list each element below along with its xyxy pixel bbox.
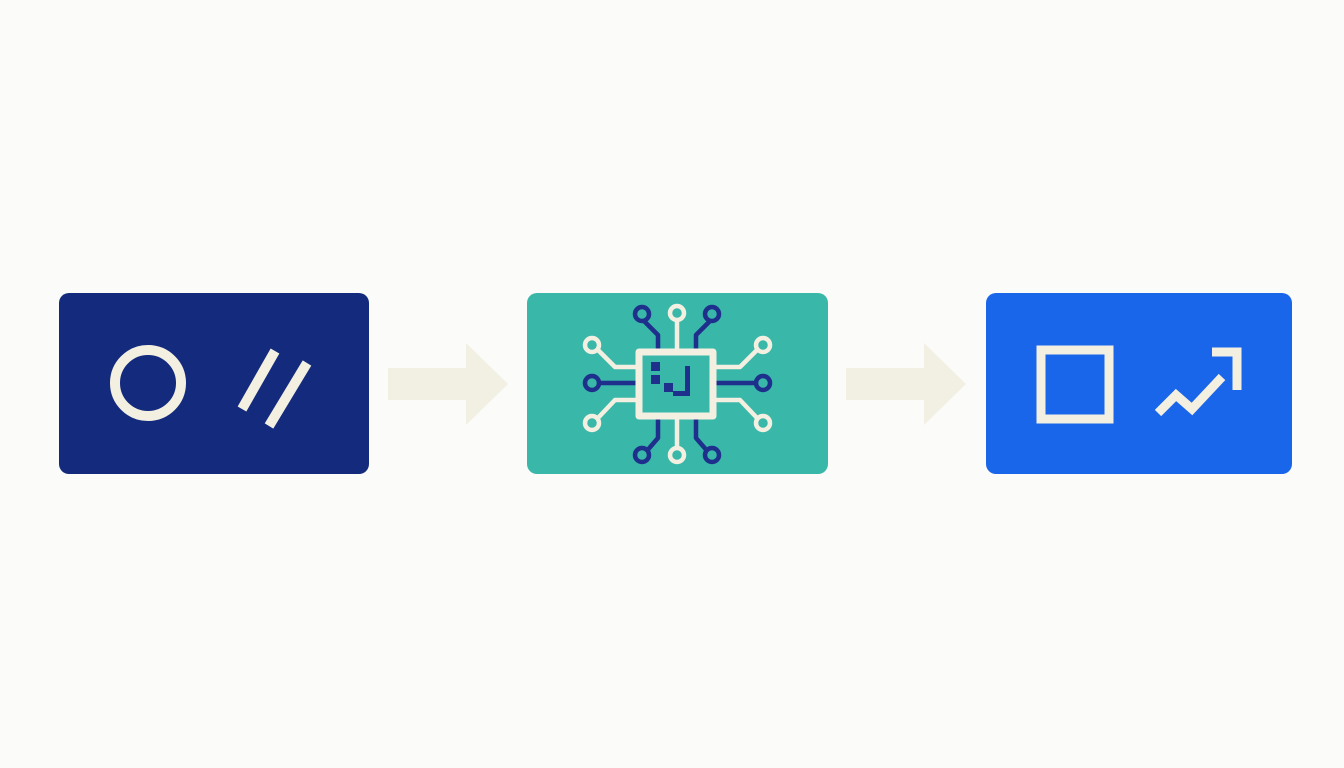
right-arrow-icon — [846, 343, 966, 425]
right-arrow-icon — [388, 343, 508, 425]
trend-up-arrow-icon — [1154, 347, 1242, 417]
input-node — [59, 293, 369, 474]
square-icon — [1036, 345, 1114, 424]
circle-icon — [110, 345, 186, 421]
process-node — [527, 293, 828, 474]
output-node-graphic — [986, 293, 1292, 474]
process-node-graphic — [527, 293, 828, 474]
double-slash-icon — [237, 348, 312, 429]
circuit-chip-icon — [582, 303, 773, 465]
output-node — [986, 293, 1292, 474]
input-node-graphic — [59, 293, 369, 474]
